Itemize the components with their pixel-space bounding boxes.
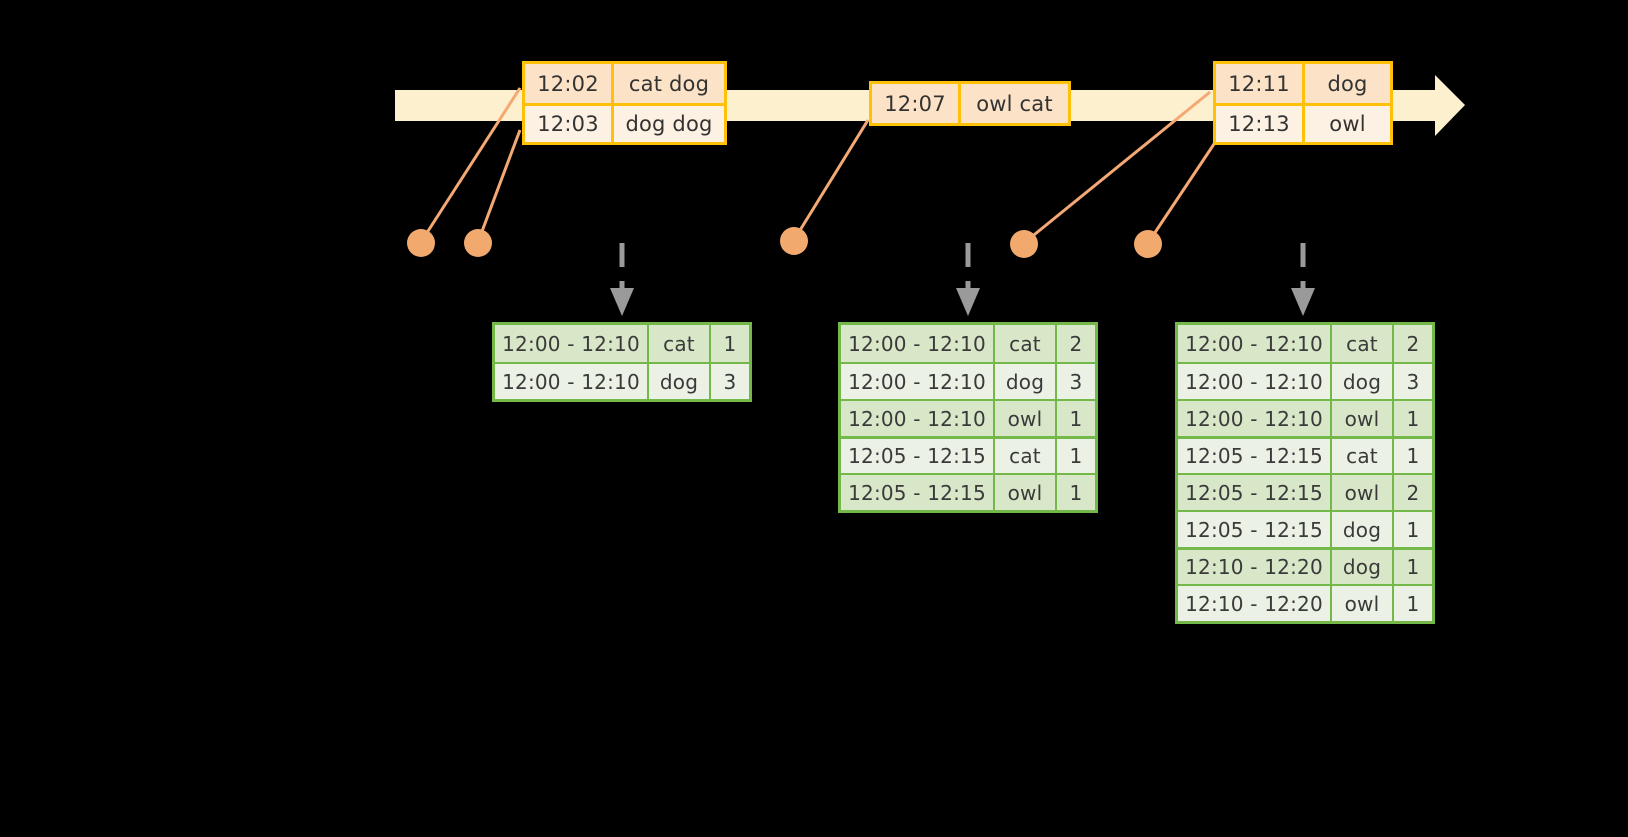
- window-cell: 12:00 - 12:10: [495, 364, 647, 399]
- word-cell: dog: [993, 364, 1055, 399]
- event-words: owl cat: [958, 84, 1068, 123]
- table-row[interactable]: 12:10 - 12:20 dog 1: [1178, 547, 1432, 584]
- result-table-1[interactable]: 12:00 - 12:10 cat 1 12:00 - 12:10 dog 3: [492, 322, 752, 402]
- word-cell: cat: [993, 325, 1055, 362]
- event-words: cat dog: [611, 64, 724, 103]
- count-cell: 1: [1392, 512, 1432, 547]
- word-cell: dog: [1330, 550, 1392, 584]
- window-cell: 12:00 - 12:10: [1178, 401, 1330, 436]
- table-row[interactable]: 12:00 - 12:10 dog 3: [495, 362, 749, 399]
- count-cell: 1: [1392, 586, 1432, 621]
- event-words: dog: [1302, 64, 1390, 103]
- window-cell: 12:05 - 12:15: [841, 475, 993, 510]
- window-cell: 12:00 - 12:10: [1178, 364, 1330, 399]
- window-cell: 12:05 - 12:15: [1178, 439, 1330, 473]
- flow-arrowhead-1: [610, 288, 634, 316]
- count-cell: 1: [709, 325, 749, 362]
- count-cell: 2: [1392, 325, 1432, 362]
- word-cell: dog: [1330, 512, 1392, 547]
- event-time: 12:11: [1216, 64, 1302, 103]
- event-time: 12:02: [525, 64, 611, 103]
- table-row[interactable]: 12:00 - 12:10 owl 1: [1178, 399, 1432, 436]
- word-cell: owl: [993, 475, 1055, 510]
- count-cell: 3: [1392, 364, 1432, 399]
- event-dot-2: [464, 229, 492, 257]
- event-dot-1: [407, 229, 435, 257]
- event-time: 12:13: [1216, 106, 1302, 142]
- event-row[interactable]: 12:11 dog: [1216, 64, 1390, 103]
- timeline-arrowhead: [1416, 75, 1465, 136]
- flow-arrows: [619, 243, 1306, 296]
- window-cell: 12:05 - 12:15: [1178, 475, 1330, 510]
- event-words: owl: [1302, 106, 1390, 142]
- word-cell: dog: [647, 364, 709, 399]
- word-cell: owl: [993, 401, 1055, 436]
- event-dot-4: [1010, 230, 1038, 258]
- table-row[interactable]: 12:05 - 12:15 owl 1: [841, 473, 1095, 510]
- count-cell: 3: [709, 364, 749, 399]
- event-row[interactable]: 12:03 dog dog: [525, 103, 724, 142]
- word-cell: cat: [647, 325, 709, 362]
- window-cell: 12:05 - 12:15: [841, 439, 993, 473]
- count-cell: 1: [1392, 401, 1432, 436]
- table-row[interactable]: 12:00 - 12:10 owl 1: [841, 399, 1095, 436]
- result-table-3[interactable]: 12:00 - 12:10 cat 2 12:00 - 12:10 dog 3 …: [1175, 322, 1435, 624]
- event-words: dog dog: [611, 106, 724, 142]
- window-cell: 12:10 - 12:20: [1178, 550, 1330, 584]
- table-row[interactable]: 12:00 - 12:10 cat 2: [841, 325, 1095, 362]
- flow-arrowhead-3: [1291, 288, 1315, 316]
- count-cell: 1: [1055, 439, 1095, 473]
- event-dot-5: [1134, 230, 1162, 258]
- event-dot-3: [780, 227, 808, 255]
- word-cell: owl: [1330, 586, 1392, 621]
- window-cell: 12:00 - 12:10: [841, 325, 993, 362]
- flow-arrowhead-2: [956, 288, 980, 316]
- event-row[interactable]: 12:07 owl cat: [872, 84, 1068, 123]
- result-table-2[interactable]: 12:00 - 12:10 cat 2 12:00 - 12:10 dog 3 …: [838, 322, 1098, 513]
- event-box-3[interactable]: 12:11 dog 12:13 owl: [1213, 61, 1393, 145]
- event-time: 12:03: [525, 106, 611, 142]
- table-row[interactable]: 12:10 - 12:20 owl 1: [1178, 584, 1432, 621]
- event-box-1[interactable]: 12:02 cat dog 12:03 dog dog: [522, 61, 727, 145]
- window-cell: 12:00 - 12:10: [841, 364, 993, 399]
- window-cell: 12:10 - 12:20: [1178, 586, 1330, 621]
- table-row[interactable]: 12:05 - 12:15 cat 1: [1178, 436, 1432, 473]
- word-cell: dog: [1330, 364, 1392, 399]
- table-row[interactable]: 12:00 - 12:10 dog 3: [1178, 362, 1432, 399]
- table-row[interactable]: 12:05 - 12:15 cat 1: [841, 436, 1095, 473]
- word-cell: owl: [1330, 475, 1392, 510]
- count-cell: 1: [1055, 401, 1095, 436]
- count-cell: 1: [1392, 550, 1432, 584]
- event-box-2[interactable]: 12:07 owl cat: [869, 81, 1071, 126]
- count-cell: 2: [1392, 475, 1432, 510]
- word-cell: cat: [1330, 325, 1392, 362]
- event-row[interactable]: 12:13 owl: [1216, 103, 1390, 142]
- count-cell: 2: [1055, 325, 1095, 362]
- window-cell: 12:00 - 12:10: [495, 325, 647, 362]
- table-row[interactable]: 12:00 - 12:10 dog 3: [841, 362, 1095, 399]
- word-cell: owl: [1330, 401, 1392, 436]
- word-cell: cat: [993, 439, 1055, 473]
- table-row[interactable]: 12:05 - 12:15 dog 1: [1178, 510, 1432, 547]
- table-row[interactable]: 12:00 - 12:10 cat 2: [1178, 325, 1432, 362]
- table-row[interactable]: 12:05 - 12:15 owl 2: [1178, 473, 1432, 510]
- word-cell: cat: [1330, 439, 1392, 473]
- count-cell: 1: [1392, 439, 1432, 473]
- count-cell: 1: [1055, 475, 1095, 510]
- count-cell: 3: [1055, 364, 1095, 399]
- window-cell: 12:05 - 12:15: [1178, 512, 1330, 547]
- event-row[interactable]: 12:02 cat dog: [525, 64, 724, 103]
- window-cell: 12:00 - 12:10: [841, 401, 993, 436]
- window-cell: 12:00 - 12:10: [1178, 325, 1330, 362]
- event-time: 12:07: [872, 84, 958, 123]
- table-row[interactable]: 12:00 - 12:10 cat 1: [495, 325, 749, 362]
